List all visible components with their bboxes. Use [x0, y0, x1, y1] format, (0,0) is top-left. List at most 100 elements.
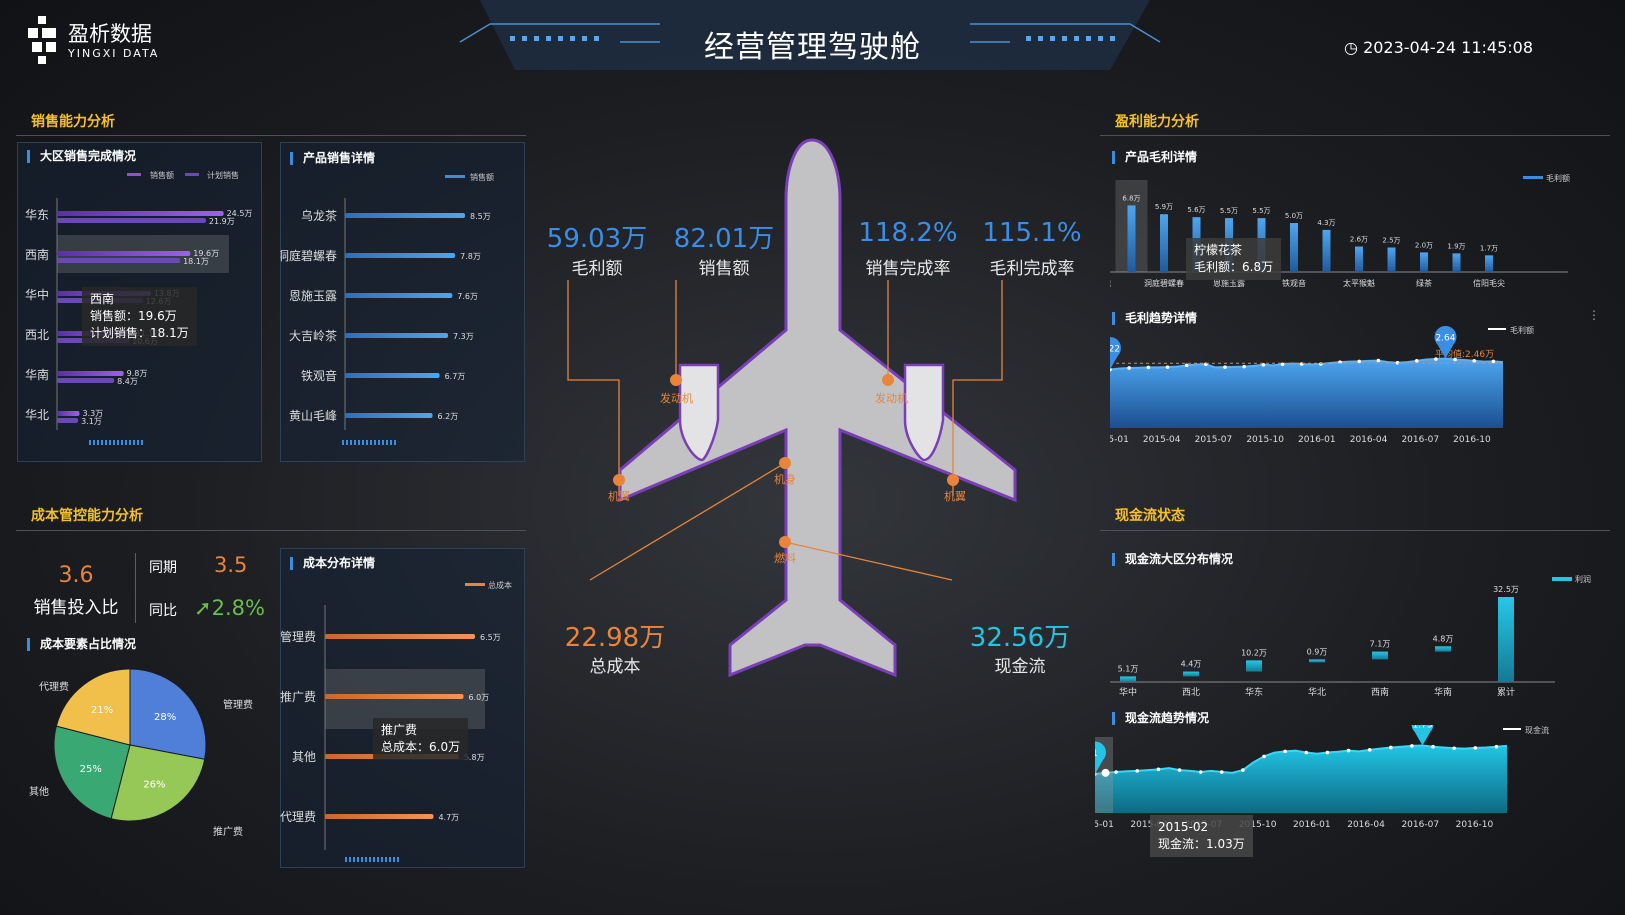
bar-value-label: 21.9万: [209, 217, 235, 226]
x-tick-label: 华中: [1119, 686, 1137, 698]
legend-swatch: [445, 175, 465, 178]
tooltip-title: 西南: [90, 292, 115, 306]
cash-region-title: 现金流大区分布情况: [1112, 553, 1233, 566]
region-sales-title: 大区销售完成情况: [27, 150, 136, 163]
panel-ticks: [350, 440, 352, 445]
x-tick-label: 2016-04: [1350, 435, 1388, 445]
bar-sales: [57, 371, 124, 376]
data-point: [1434, 357, 1438, 361]
pie-slice: [55, 668, 131, 746]
region-tooltip: 西南 销售额：19.6万 计划销售：18.1万: [82, 287, 197, 346]
tooltip-line: 总成本：6.0万: [381, 740, 461, 754]
panel-ticks: [101, 440, 103, 445]
cash-tooltip: 2015-02 现金流：1.03万: [1150, 815, 1253, 857]
bar-value-label: 5.6万: [1187, 206, 1205, 214]
bar-value-label: 6.2万: [438, 412, 459, 421]
data-point: [1346, 748, 1351, 753]
category-label: 铁观音: [301, 368, 337, 383]
area-fill: [1110, 358, 1503, 428]
data-point: [1431, 744, 1435, 749]
bar: [345, 333, 449, 338]
bar-value-label: 4.8万: [1433, 634, 1454, 643]
more-icon[interactable]: ⋮: [1588, 308, 1600, 322]
data-point: [1177, 768, 1182, 772]
bar-value-label: 6.7万: [445, 372, 466, 381]
x-tick-label: 2015-10: [1239, 820, 1277, 830]
panel-ticks: [397, 857, 399, 862]
slice-label: 推广费: [213, 825, 243, 838]
data-point: [1184, 363, 1189, 368]
section-sales: 销售能力分析: [31, 114, 115, 130]
bar-value-label: 5.9万: [1155, 203, 1173, 211]
panel-ticks: [105, 440, 107, 445]
category-label: 华中: [25, 287, 49, 302]
data-point: [1219, 770, 1224, 774]
bar: [1387, 247, 1396, 272]
data-point: [1241, 768, 1245, 772]
datetime: ◷ 2023-04-24 11:45:08: [1344, 38, 1533, 57]
bar-value-label: 0.9万: [1307, 647, 1328, 656]
x-tick-label: 2016-04: [1347, 820, 1385, 830]
category-label: 大吉岭茶: [289, 328, 337, 343]
data-point: [1156, 767, 1161, 772]
x-tick-label: 绿茶: [1416, 278, 1432, 288]
pin-label: 1: [1095, 749, 1098, 759]
kpi-sales-rate-label: 销售完成率: [865, 259, 951, 279]
x-tick-label: 洞庭碧螺春: [1144, 278, 1184, 288]
category-label: 洞庭碧螺春: [280, 248, 337, 263]
panel-ticks: [386, 440, 388, 445]
panel-ticks: [141, 440, 143, 445]
cost-ratio-label: 销售投入比: [33, 598, 119, 618]
panel-ticks: [381, 857, 383, 862]
panel-ticks: [125, 440, 127, 445]
bar: [1246, 660, 1262, 672]
panel-ticks: [349, 857, 351, 862]
pin-marker: [1411, 725, 1434, 746]
legend-label: 毛利额: [1546, 173, 1570, 183]
bar: [1498, 597, 1514, 682]
pin-marker: [1434, 325, 1457, 359]
x-tick-label: 2016-10: [1456, 820, 1494, 830]
bar-value-label: 18.1万: [183, 257, 209, 266]
tongbi-value: ➚2.8%: [194, 596, 265, 620]
category-label: 华南: [25, 367, 49, 382]
panel-ticks: [365, 857, 367, 862]
panel-ticks: [342, 440, 344, 445]
x-tick-label: 2016-10: [1453, 435, 1491, 445]
panel-ticks: [394, 440, 396, 445]
bar-value-label: 7.8万: [460, 252, 481, 261]
data-point: [1127, 366, 1131, 370]
bar: [345, 253, 456, 258]
pin-label: 2.22: [1110, 345, 1120, 355]
panel-ticks: [377, 857, 379, 862]
data-point: [1367, 748, 1372, 752]
cost-dist-panel: [280, 548, 525, 868]
pie-slice: [53, 725, 131, 820]
area-fill: [1095, 745, 1507, 813]
category-label: 乌龙茶: [301, 208, 337, 223]
data-point: [1388, 745, 1393, 750]
bar-value-label: 8.4万: [117, 377, 138, 386]
legend-label: 现金流: [1525, 725, 1549, 735]
data-point: [1414, 359, 1419, 363]
slice-label: 管理费: [223, 698, 253, 711]
kpi-cost-value: 22.98万: [564, 623, 666, 653]
bar-value-label: 6.8万: [1122, 194, 1140, 202]
x-tick-label: 信阳毛尖: [1473, 278, 1505, 288]
clock-icon: ◷: [1344, 38, 1358, 57]
cost-ratio-value: 3.6: [58, 563, 94, 588]
data-point: [1114, 770, 1118, 774]
product-sales-panel: [280, 142, 525, 462]
bar-value-label: 7.3万: [453, 332, 474, 341]
x-tick-label: 太平猴魁: [1343, 278, 1375, 288]
tooltip-line: 计划销售：18.1万: [90, 326, 189, 340]
logo-text: 盈析数据: [68, 22, 152, 46]
bar: [1322, 229, 1331, 272]
product-sales-title: 产品销售详情: [290, 152, 375, 165]
category-label: 黄山毛峰: [289, 409, 337, 423]
data-point: [1135, 769, 1140, 773]
pie-slice: [110, 744, 206, 822]
data-point: [1165, 365, 1170, 369]
panel-ticks: [121, 440, 123, 445]
